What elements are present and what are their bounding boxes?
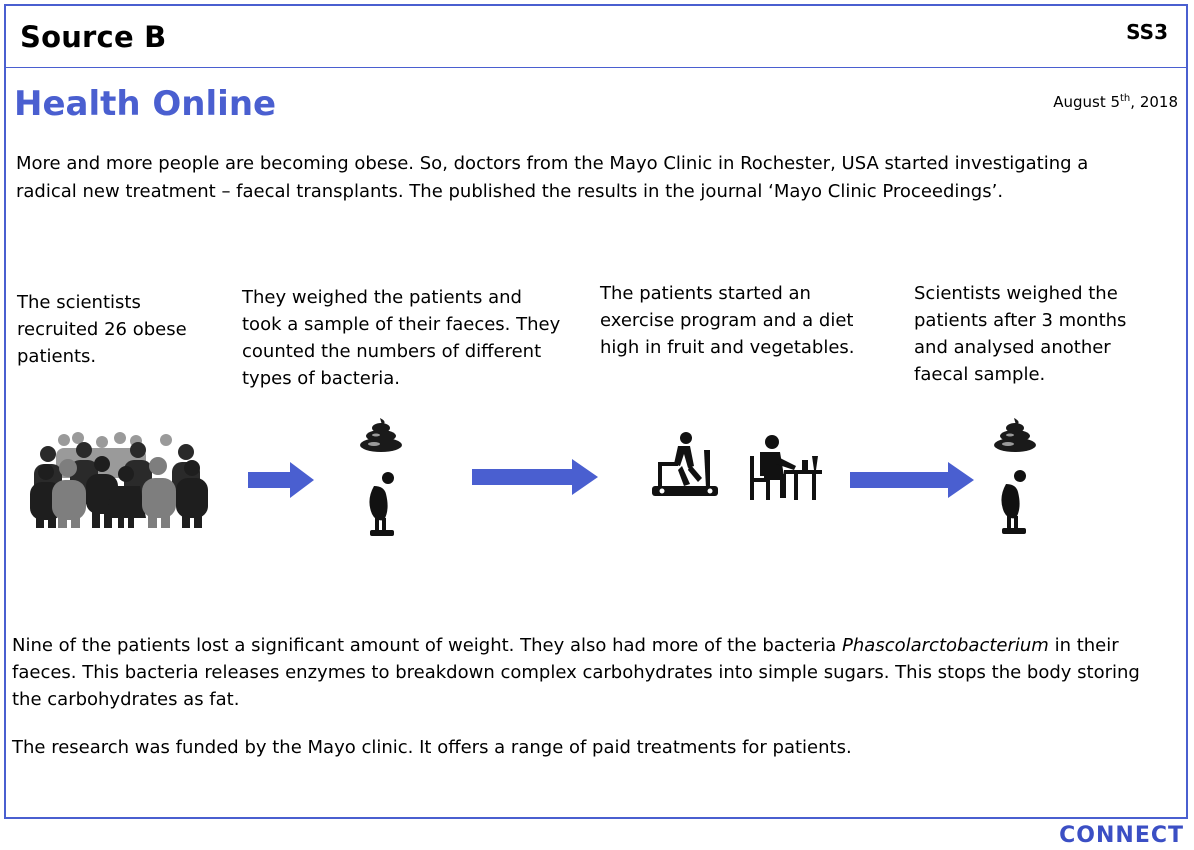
funding-paragraph: The research was funded by the Mayo clin… — [12, 737, 852, 758]
connect-logo: CONNECT — [1059, 823, 1184, 848]
source-title: Source B — [20, 20, 167, 54]
publication-date: August 5th, 2018 — [1053, 93, 1178, 111]
scale-person-icon — [369, 472, 394, 536]
poo-icon — [360, 418, 402, 452]
scale-person-icon — [1001, 470, 1026, 534]
arrow-step-3-to-4 — [850, 462, 974, 498]
dining-icon — [750, 435, 822, 500]
step-3-text: The patients started an exercise program… — [600, 283, 855, 358]
slide-frame: Source B SS3 — [4, 4, 1188, 819]
header-bar: Source B SS3 — [6, 6, 1186, 68]
slide-code: SS3 — [1126, 20, 1168, 44]
step-1-text: The scientists recruited 26 obese patien… — [17, 292, 187, 367]
arrow-step-1-to-2 — [248, 462, 314, 498]
step-4-text: Scientists weighed the patients after 3 … — [914, 283, 1127, 385]
intro-paragraph: More and more people are becoming obese.… — [16, 153, 1089, 202]
results-paragraph: Nine of the patients lost a significant … — [12, 635, 1140, 710]
step-2-text: They weighed the patients and took a sam… — [242, 287, 561, 389]
crowd-icon — [30, 432, 208, 528]
treadmill-icon — [652, 432, 718, 496]
arrow-step-2-to-3 — [472, 459, 598, 495]
poo-icon — [994, 418, 1036, 452]
publication-name: Health Online — [14, 84, 277, 124]
